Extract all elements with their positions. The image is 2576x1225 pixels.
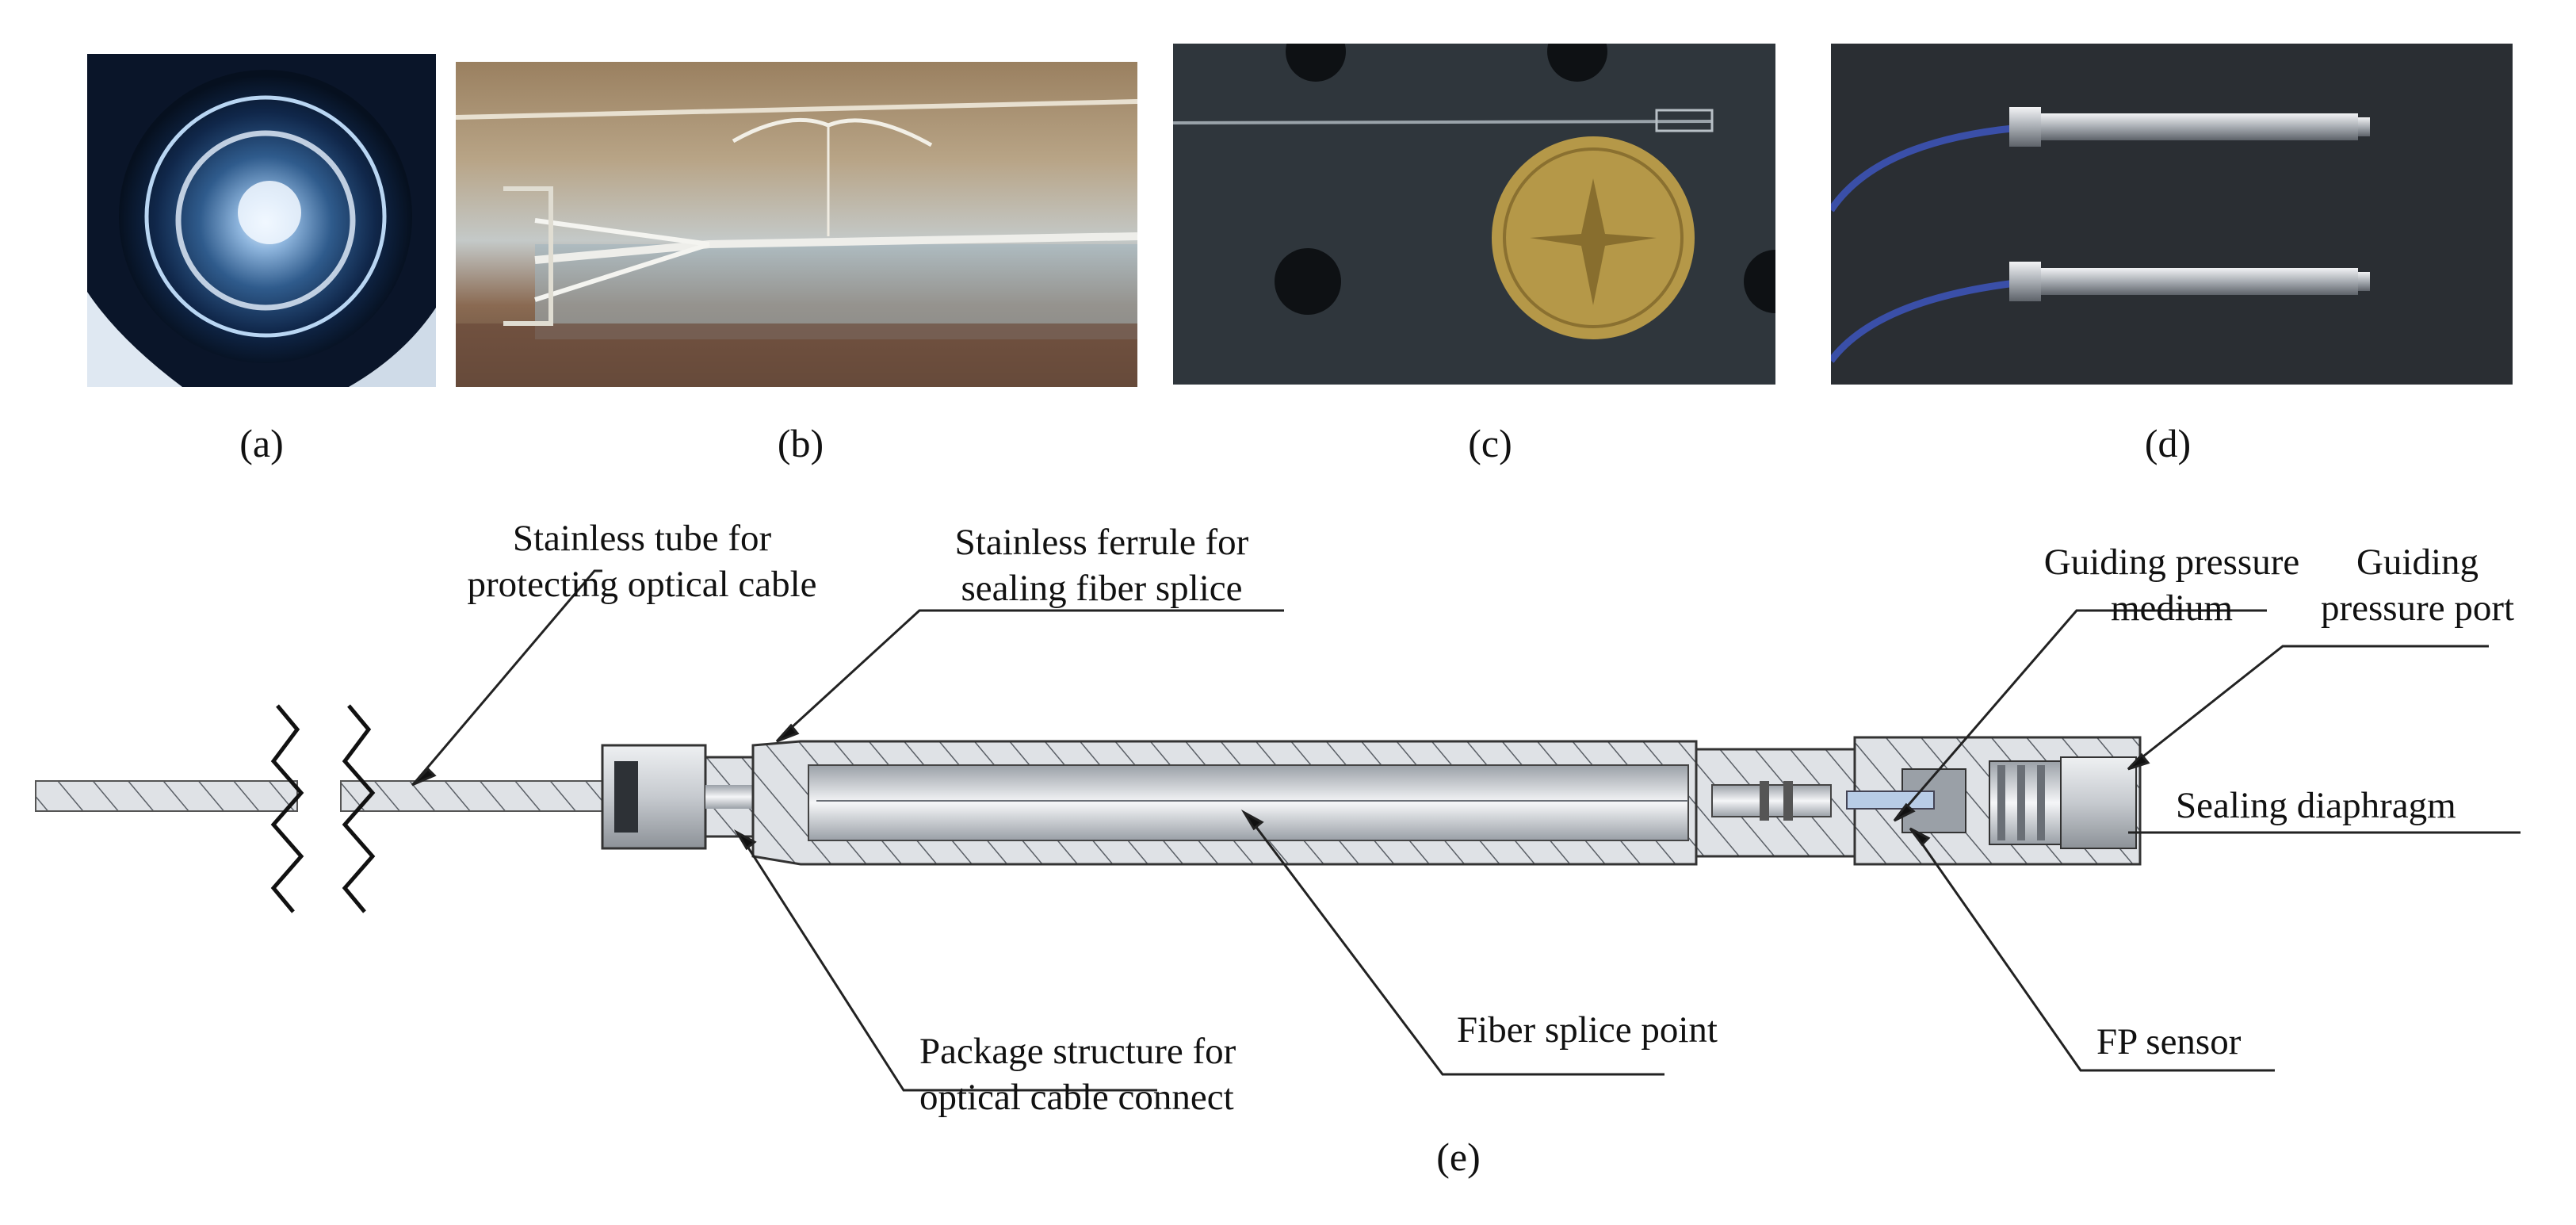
photo-b-splice-micrograph xyxy=(456,62,1137,387)
photo-d-packaged-sensors xyxy=(1831,44,2513,385)
photo-c-chip-with-coin xyxy=(1173,44,1775,385)
label-fiber-splice-point: Fiber splice point xyxy=(1457,1009,1718,1051)
package-structure xyxy=(601,744,755,850)
break-marks xyxy=(270,704,376,913)
label-stainless-tube: Stainless tube for protecting optical ca… xyxy=(467,518,817,605)
sensor-head xyxy=(1846,736,2142,866)
optical-cable xyxy=(35,780,603,812)
chip-coin-image xyxy=(1173,44,1775,385)
caption-e: (e) xyxy=(1436,1135,1481,1179)
caption-b: (b) xyxy=(777,421,824,465)
fiber-end-face-image xyxy=(87,54,436,387)
packaged-sensors-image xyxy=(1831,44,2513,385)
label-sealing-diaphragm: Sealing diaphragm xyxy=(2176,785,2456,826)
caption-a: (a) xyxy=(239,421,284,465)
callout-lines xyxy=(411,569,2521,1092)
label-stainless-ferrule: Stainless ferrule for sealing fiber spli… xyxy=(954,522,1249,609)
photo-a-fiber-end-face xyxy=(87,54,436,387)
label-guiding-pressure-medium: Guiding pressure medium xyxy=(2043,542,2300,629)
label-package-structure: Package structure for optical cable conn… xyxy=(919,1031,1236,1118)
label-fp-sensor: FP sensor xyxy=(2096,1021,2242,1062)
sensor-body xyxy=(751,740,1698,866)
caption-d: (d) xyxy=(2144,421,2192,465)
caption-c: (c) xyxy=(1468,421,1512,465)
splice-micrograph-image xyxy=(456,62,1137,387)
label-guiding-pressure-port: Guiding pressure port xyxy=(2320,542,2515,629)
coupling xyxy=(1695,748,1856,858)
